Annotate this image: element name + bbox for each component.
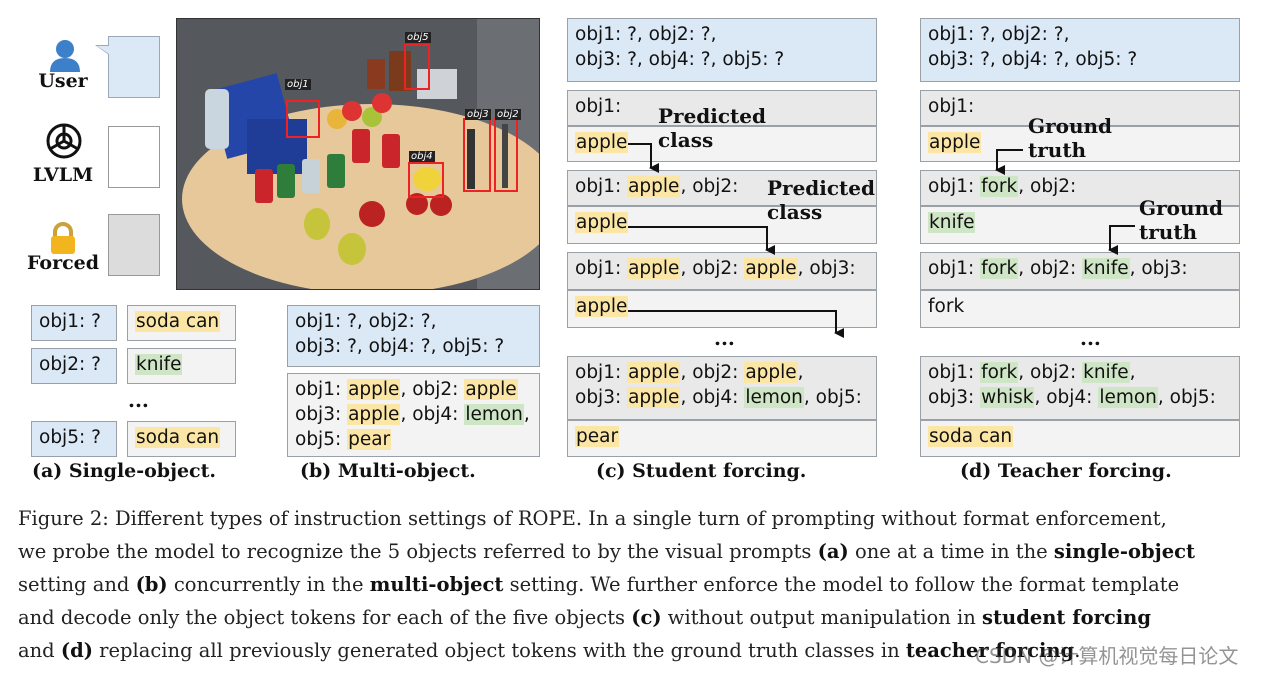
teacher-annotation-1: Ground truth (1028, 114, 1113, 162)
student-annotation-1: Predicted class (658, 104, 767, 152)
photo-label-obj3: obj3 (465, 109, 491, 120)
student-answer-3: apple (567, 290, 877, 328)
teacher-ellipsis: ... (1080, 326, 1101, 350)
teacher-forced-2: obj1: fork, obj2: (920, 170, 1240, 206)
single-prompt-obj1: obj1: ? (31, 305, 117, 341)
photo-label-obj2: obj2 (495, 109, 521, 120)
student-prompt: obj1: ?, obj2: ?, obj3: ?, obj4: ?, obj5… (567, 18, 877, 82)
single-prompt-obj5: obj5: ? (31, 421, 117, 457)
teacher-arrows (995, 149, 1135, 255)
figure-caption: Figure 2: Different types of instruction… (18, 507, 1195, 662)
student-arrows (628, 143, 844, 338)
photo-label-obj5: obj5 (405, 32, 431, 43)
student-answer-1: apple (567, 126, 877, 162)
student-ellipsis: ... (714, 326, 735, 350)
legend-user-swatch (95, 36, 160, 98)
teacher-annotation-2: Ground truth (1139, 196, 1224, 244)
teacher-forced-1: obj1: (920, 90, 1240, 126)
student-forced-5: obj1: apple, obj2: apple, obj3: apple, o… (567, 356, 877, 420)
student-annotation-2: Predicted class (767, 176, 876, 224)
caption-single-object: (a) Single-object. (32, 460, 217, 482)
teacher-answer-3: fork (920, 290, 1240, 328)
user-icon (48, 38, 82, 74)
student-forced-1: obj1: (567, 90, 877, 126)
watermark: CSDN @计算机视觉每日论文 (975, 644, 1239, 668)
teacher-answer-2: knife (920, 206, 1240, 244)
caption-student-forcing: (c) Student forcing. (596, 460, 807, 482)
lock-icon (46, 222, 80, 256)
teacher-answer-1: apple (920, 126, 1240, 162)
caption-multi-object: (b) Multi-object. (300, 460, 476, 482)
legend-forced-swatch (108, 214, 160, 276)
photo-label-obj4: obj4 (409, 151, 435, 162)
student-answer-5: pear (567, 420, 877, 457)
single-prompt-obj2: obj2: ? (31, 348, 117, 384)
teacher-forced-5: obj1: fork, obj2: knife, obj3: whisk, ob… (920, 356, 1240, 420)
scene-photo: obj1 obj2 obj3 obj4 obj5 (176, 18, 540, 290)
multi-prompt: obj1: ?, obj2: ?, obj3: ?, obj4: ?, obj5… (287, 305, 540, 367)
teacher-forced-3: obj1: fork, obj2: knife, obj3: (920, 252, 1240, 290)
teacher-prompt: obj1: ?, obj2: ?, obj3: ?, obj4: ?, obj5… (920, 18, 1240, 82)
legend-lvlm-label: LVLM (32, 164, 94, 186)
photo-label-obj1: obj1 (285, 79, 311, 90)
single-answer-obj5: soda can (127, 421, 236, 457)
legend-lvlm-swatch (108, 126, 160, 188)
single-answer-obj1: soda can (127, 305, 236, 341)
single-ellipsis: ... (128, 388, 149, 412)
legend-forced-label: Forced (26, 252, 100, 274)
teacher-answer-5: soda can (920, 420, 1240, 457)
student-answer-2: apple (567, 206, 877, 244)
multi-answer: obj1: apple, obj2: apple obj3: apple, ob… (287, 373, 540, 457)
legend-user-label: User (38, 70, 88, 92)
caption-teacher-forcing: (d) Teacher forcing. (960, 460, 1172, 482)
single-answer-obj2: knife (127, 348, 236, 384)
student-forced-2: obj1: apple, obj2: (567, 170, 877, 206)
openai-icon (43, 120, 85, 162)
student-forced-3: obj1: apple, obj2: apple, obj3: (567, 252, 877, 290)
